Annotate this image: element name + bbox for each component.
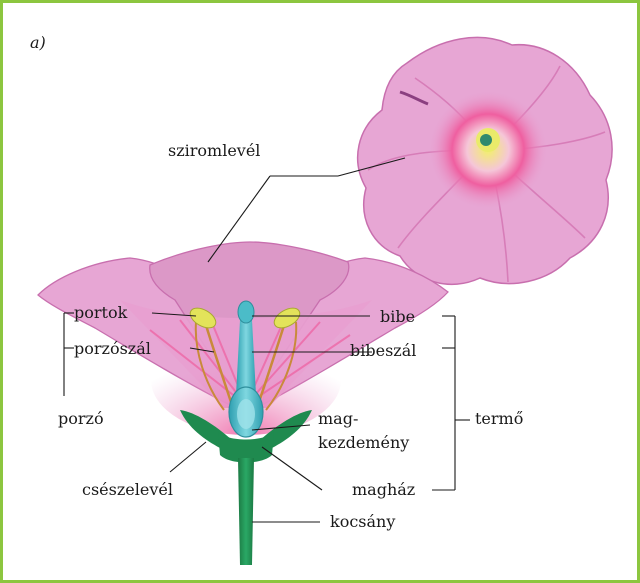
label-sziromlevel: sziromlevél <box>168 141 260 160</box>
label-magkezdemeny-2: kezdemény <box>318 433 409 452</box>
label-cseszelevel: csészelevél <box>82 480 173 499</box>
label-maghaz: magház <box>352 480 415 499</box>
label-porzo: porzó <box>58 409 104 428</box>
label-portok: portok <box>74 303 128 322</box>
label-bibe: bibe <box>380 307 415 326</box>
label-termo: termő <box>475 409 523 428</box>
label-kocsany: kocsány <box>330 512 395 531</box>
panel-label: a) <box>30 33 46 52</box>
label-magkezdemeny-1: mag- <box>318 409 358 428</box>
label-bibeszal: bibeszál <box>350 341 416 360</box>
label-porzoszal: porzószál <box>74 339 151 358</box>
